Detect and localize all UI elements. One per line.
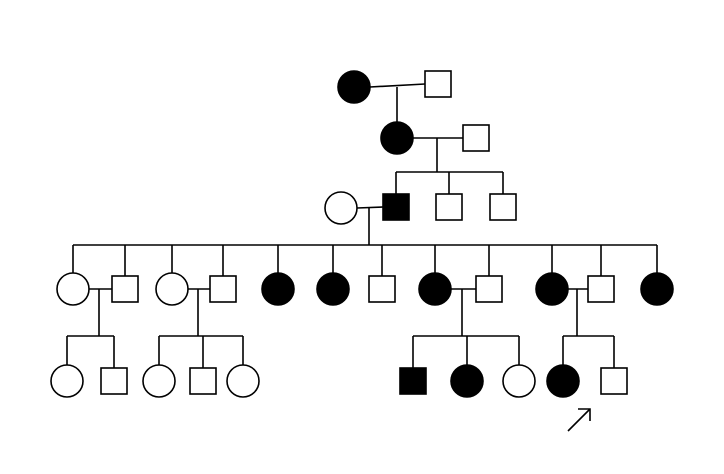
unaffected-male-I-2 xyxy=(424,70,452,98)
affected-female-V-9 xyxy=(546,364,580,398)
unaffected-male-V-4 xyxy=(189,367,217,395)
affected-female-IV-10 xyxy=(535,272,569,306)
unaffected-female-IV-1 xyxy=(56,272,90,306)
affected-female-V-7 xyxy=(450,364,484,398)
unaffected-female-V-5 xyxy=(226,364,260,398)
affected-female-IV-6 xyxy=(316,272,350,306)
pedigree-symbols xyxy=(50,70,674,398)
unaffected-female-IV-3 xyxy=(155,272,189,306)
unaffected-female-V-1 xyxy=(50,364,84,398)
unaffected-male-III-4 xyxy=(489,193,517,221)
proband-arrow xyxy=(567,408,591,432)
pedigree-lines xyxy=(66,83,658,368)
unaffected-male-IV-4 xyxy=(209,275,237,303)
affected-male-III-2 xyxy=(382,193,410,221)
unaffected-male-IV-2 xyxy=(111,275,139,303)
unaffected-male-III-3 xyxy=(435,193,463,221)
affected-female-IV-8 xyxy=(418,272,452,306)
unaffected-male-II-2 xyxy=(462,124,490,152)
unaffected-male-IV-11 xyxy=(587,275,615,303)
affected-male-V-6 xyxy=(399,367,427,395)
affected-female-IV-5 xyxy=(261,272,295,306)
unaffected-female-V-3 xyxy=(142,364,176,398)
affected-female-I-1 xyxy=(337,70,371,104)
mating-line xyxy=(356,206,384,209)
mating-line xyxy=(369,83,426,88)
unaffected-male-V-10 xyxy=(600,367,628,395)
affected-female-II-1 xyxy=(380,121,414,155)
unaffected-female-III-1 xyxy=(324,191,358,225)
unaffected-male-IV-9 xyxy=(475,275,503,303)
unaffected-male-V-2 xyxy=(100,367,128,395)
unaffected-female-V-8 xyxy=(502,364,536,398)
affected-female-IV-12 xyxy=(640,272,674,306)
unaffected-male-IV-7 xyxy=(368,275,396,303)
